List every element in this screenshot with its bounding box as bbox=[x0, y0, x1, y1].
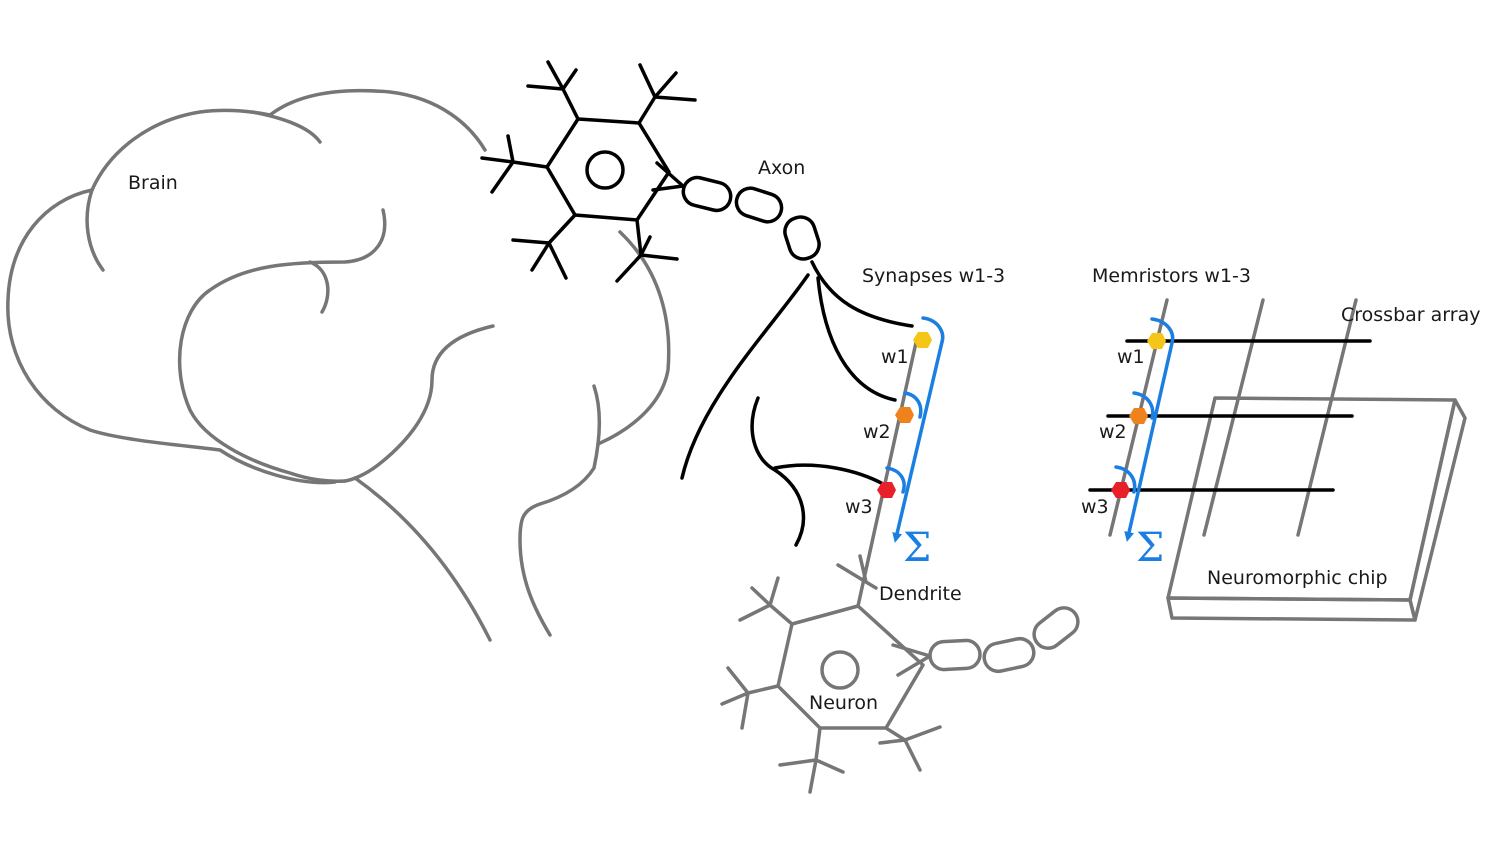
synapse-arc bbox=[885, 466, 906, 494]
chip-side bbox=[1408, 398, 1467, 622]
memristor-w1-label: w1 bbox=[1117, 346, 1145, 368]
memristor-w2-label: w2 bbox=[1099, 421, 1127, 443]
memristor-sum-arrow bbox=[1124, 342, 1174, 542]
synapse-w3-dot bbox=[877, 482, 896, 498]
synapses-label: Synapses w1-3 bbox=[862, 265, 1005, 287]
lower-neuron bbox=[720, 336, 1080, 794]
synapse-group bbox=[877, 316, 945, 543]
crossbar-label: Crossbar array bbox=[1341, 304, 1480, 326]
axon-label: Axon bbox=[758, 157, 805, 179]
axon-segment bbox=[1032, 606, 1080, 650]
chip-label: Neuromorphic chip bbox=[1207, 567, 1388, 589]
chip-group bbox=[1088, 298, 1467, 622]
synapse-w1-dot bbox=[913, 332, 932, 348]
memristor-arc bbox=[1132, 391, 1155, 420]
dendrite-label: Dendrite bbox=[879, 583, 962, 605]
neuron-label: Neuron bbox=[809, 692, 878, 714]
synapse-w2-label: w2 bbox=[863, 421, 891, 443]
axon-segment bbox=[681, 175, 733, 213]
brain-outline bbox=[6, 88, 671, 642]
memristor-w3-dot bbox=[1111, 482, 1130, 498]
synapse-w3-label: w3 bbox=[845, 496, 873, 518]
axon-segment bbox=[734, 186, 784, 224]
chip-front bbox=[1166, 596, 1417, 622]
axon-segment bbox=[783, 215, 821, 261]
memristor-arc bbox=[1150, 317, 1175, 345]
axon-segment bbox=[982, 636, 1036, 674]
upper-neuron-body bbox=[545, 117, 671, 222]
lower-neuron-nucleus bbox=[820, 650, 860, 690]
memristor-w3-label: w3 bbox=[1081, 496, 1109, 518]
memristor-sum-symbol: Σ bbox=[1136, 525, 1164, 571]
memristors-label: Memristors w1-3 bbox=[1092, 265, 1251, 287]
synapse-sum-symbol: Σ bbox=[903, 525, 931, 571]
synapse-arc bbox=[903, 391, 923, 419]
dendrite-line bbox=[856, 336, 919, 608]
synapse-arc bbox=[921, 316, 945, 344]
memristor-arc bbox=[1114, 465, 1137, 494]
axon-segment bbox=[928, 638, 982, 672]
synapse-w1-label: w1 bbox=[881, 346, 909, 368]
sum-arrow bbox=[892, 341, 944, 543]
brain-label: Brain bbox=[128, 172, 178, 194]
memristor-w1-dot bbox=[1147, 333, 1166, 349]
synapse-w2-dot bbox=[895, 407, 914, 423]
upper-neuron bbox=[480, 60, 914, 547]
upper-neuron-nucleus bbox=[585, 150, 625, 190]
memristor-w2-dot bbox=[1129, 408, 1148, 424]
